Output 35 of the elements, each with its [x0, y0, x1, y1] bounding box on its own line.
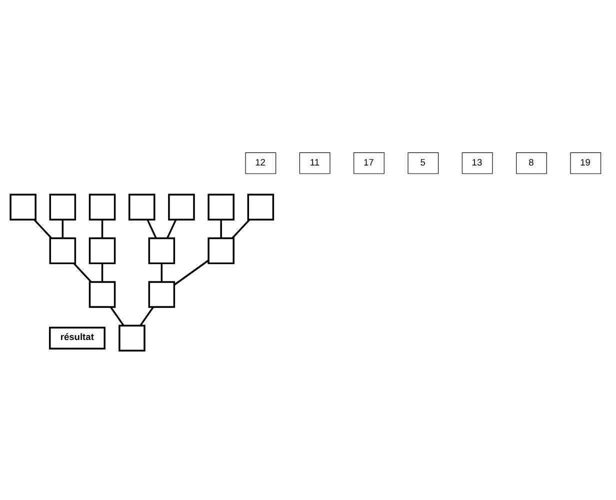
node-box — [10, 193, 36, 220]
connector — [232, 218, 250, 238]
label: 8 — [528, 156, 534, 167]
node-box — [88, 280, 116, 308]
node-box — [148, 280, 176, 308]
connector — [110, 306, 124, 326]
connector — [160, 262, 163, 282]
connector — [101, 219, 104, 238]
node-box — [88, 193, 116, 220]
connector — [220, 219, 222, 238]
node-box — [148, 236, 176, 264]
node-box — [88, 236, 116, 264]
connector — [166, 218, 177, 238]
label: 12 — [255, 156, 266, 167]
connector — [140, 306, 154, 326]
connector — [62, 219, 64, 238]
connector — [101, 262, 104, 282]
node-box — [49, 193, 76, 220]
label: 5 — [420, 156, 426, 167]
connector — [174, 259, 209, 286]
node-box — [168, 193, 195, 220]
connector — [34, 218, 52, 238]
connector — [73, 262, 92, 282]
node-box — [49, 236, 76, 264]
label: 19 — [580, 156, 590, 167]
node-box — [208, 236, 234, 264]
connector — [146, 218, 157, 238]
node-box — [118, 324, 146, 352]
node-box — [208, 193, 234, 220]
label: 17 — [363, 156, 374, 167]
label: 11 — [310, 156, 320, 167]
node-box — [128, 193, 156, 220]
label: 13 — [472, 156, 482, 167]
node-box: résultat — [48, 326, 106, 349]
node-box — [247, 193, 274, 220]
